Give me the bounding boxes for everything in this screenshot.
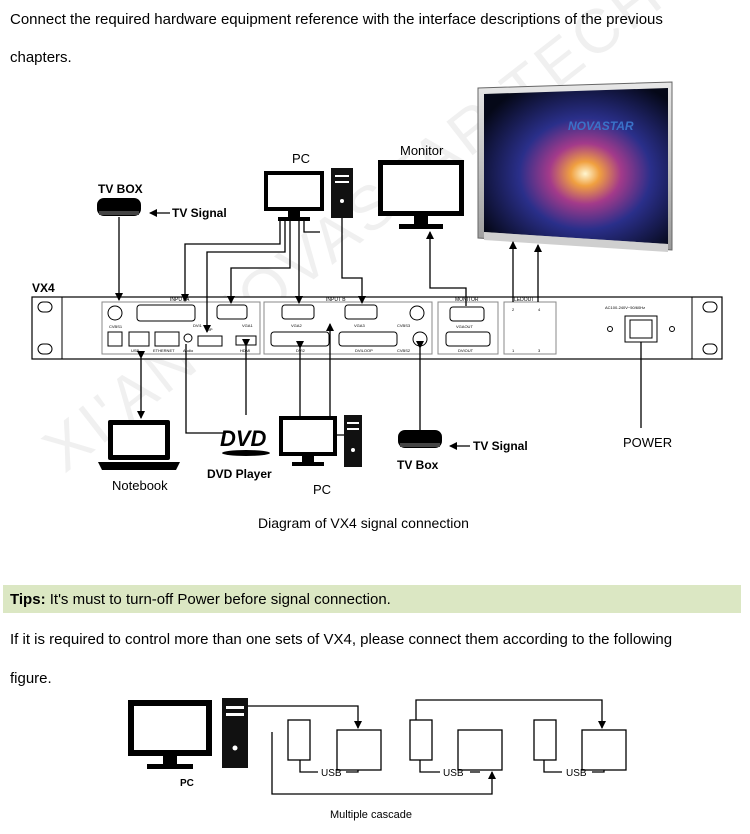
dvd-logo-icon: DVD (220, 426, 270, 456)
pc-bottom-icon (279, 415, 362, 467)
svg-text:ETHERNET: ETHERNET (153, 348, 175, 353)
svg-text:AC100-240V~50/60Hz: AC100-240V~50/60Hz (605, 305, 645, 310)
vx4-connection-diagram: NOVASTAR PC Monitor TV BOX TV Signal VX4 (31, 81, 723, 497)
novastar-logo: NOVASTAR (568, 119, 634, 133)
notebook-icon (98, 420, 180, 470)
notebook-label: Notebook (112, 478, 168, 493)
tv-box-top-icon (97, 198, 141, 216)
cascade-pc-label: PC (180, 778, 194, 789)
tips-box: Tips: It's must to turn-off Power before… (3, 585, 741, 613)
dvd-player-label: DVD Player (207, 467, 272, 481)
pc-bottom-label: PC (313, 482, 331, 497)
cascade-caption: Multiple cascade (330, 809, 412, 821)
tv-signal-bottom-label: TV Signal (473, 439, 528, 453)
tv-box-top-label: TV BOX (98, 182, 143, 196)
cascade-intro-line-1: If it is required to control more than o… (10, 631, 673, 648)
svg-text:CVBS2: CVBS2 (397, 348, 411, 353)
pc-top-label: PC (292, 151, 310, 166)
svg-text:VGA2: VGA2 (291, 323, 302, 328)
svg-text:3: 3 (538, 348, 541, 353)
svg-text:VGAOUT: VGAOUT (456, 324, 473, 329)
svg-text:DVILOOP: DVILOOP (355, 348, 373, 353)
monitor-label: Monitor (400, 143, 444, 158)
monitor-icon (378, 160, 464, 229)
vx4-rear-panel: INPUT A CVBS1 DVI1 VGA1 USB ETHERNET Aud… (31, 296, 723, 360)
cascade-intro-line-2: figure. (10, 670, 52, 687)
tips-text: Tips: It's must to turn-off Power before… (10, 591, 391, 608)
svg-text:LEDOUT: LEDOUT (514, 297, 534, 303)
svg-text:USB: USB (131, 348, 140, 353)
tips-label: Tips: (10, 591, 46, 608)
cascade-devices (248, 699, 627, 795)
tv-box-bottom-icon (398, 430, 442, 448)
pc-top-icon (264, 168, 353, 221)
cascade-pc-icon (128, 698, 248, 769)
svg-text:4: 4 (538, 307, 541, 312)
svg-text:CVBS3: CVBS3 (397, 323, 411, 328)
led-screen: NOVASTAR (477, 81, 673, 252)
svg-text:MONITOR: MONITOR (455, 297, 479, 303)
svg-text:VGA1: VGA1 (242, 323, 253, 328)
svg-text:CVBS1: CVBS1 (109, 324, 123, 329)
svg-text:DVD: DVD (220, 426, 267, 451)
svg-text:INPUT A: INPUT A (170, 297, 190, 303)
svg-text:DVIOUT: DVIOUT (458, 348, 474, 353)
tv-box-bottom-label: TV Box (397, 458, 439, 472)
svg-text:HDMI: HDMI (240, 348, 250, 353)
svg-text:2: 2 (512, 307, 515, 312)
svg-text:DVI2: DVI2 (296, 348, 306, 353)
vx4-label: VX4 (32, 281, 55, 295)
svg-text:Audio: Audio (183, 348, 194, 353)
svg-text:INPUT B: INPUT B (326, 297, 346, 303)
tips-body: It's must to turn-off Power before signa… (45, 591, 391, 608)
diagram-1-caption: Diagram of VX4 signal connection (258, 515, 469, 531)
intro-line-1: Connect the required hardware equipment … (10, 11, 663, 28)
svg-text:DP: DP (207, 327, 213, 332)
tv-signal-top-label: TV Signal (172, 206, 227, 220)
svg-text:VGA3: VGA3 (354, 323, 365, 328)
usb-label-1: USB (321, 768, 342, 779)
usb-label-3: USB (566, 768, 587, 779)
power-label: POWER (623, 435, 672, 450)
intro-line-2: chapters. (10, 49, 72, 66)
svg-text:NOVASTAR: NOVASTAR (568, 119, 634, 133)
svg-text:DVI1: DVI1 (193, 323, 203, 328)
usb-label-2: USB (443, 768, 464, 779)
multiple-cascade-diagram: PC USB USB USB Multiple cascade (128, 698, 627, 821)
svg-text:1: 1 (512, 348, 515, 353)
